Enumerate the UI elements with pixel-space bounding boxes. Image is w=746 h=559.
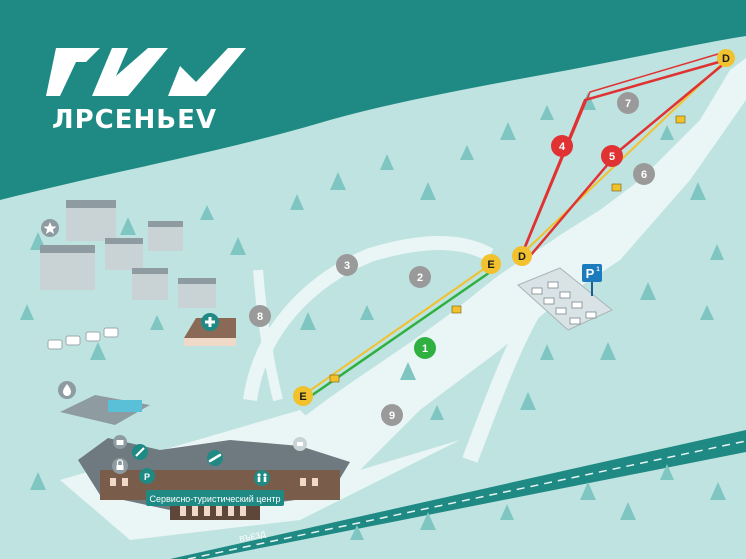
lift-marker-label: D: [518, 251, 526, 263]
star-icon[interactable]: [41, 219, 59, 237]
lift-marker-e-mid[interactable]: E: [481, 254, 501, 274]
parking-icon[interactable]: P: [139, 468, 155, 484]
lift-marker-e-low[interactable]: E: [293, 386, 313, 406]
slope-marker-3[interactable]: 3: [336, 254, 358, 276]
cars: [47, 327, 119, 350]
slope-marker-label: 3: [344, 260, 350, 272]
parking-sign-superscript: 1: [596, 267, 600, 273]
ski-icon[interactable]: [132, 444, 148, 460]
lift-marker-d-mid[interactable]: D: [512, 246, 532, 266]
road: [170, 430, 746, 559]
svg-text:P: P: [144, 472, 150, 482]
slope-marker-label: 4: [559, 141, 566, 153]
service-center-label: Сервисно-туристический центр: [146, 490, 284, 506]
lift-marker-d-top[interactable]: D: [717, 49, 735, 67]
road-center-line: [187, 440, 746, 559]
water-drop-icon[interactable]: [58, 381, 76, 399]
slope-marker-label: 6: [641, 169, 647, 181]
family-icon[interactable]: [254, 470, 270, 486]
slope-marker-5[interactable]: 5: [601, 145, 623, 167]
slope-marker-1[interactable]: 1: [414, 337, 436, 359]
slope-marker-label: 1: [422, 343, 428, 355]
snow-trail-right: [462, 295, 547, 463]
slope-line-red-4: [520, 58, 727, 255]
logo-mark: [46, 48, 246, 96]
slope-marker-2[interactable]: 2: [409, 266, 431, 288]
slope-marker-label: 2: [417, 272, 423, 284]
lift-marker-label: E: [487, 259, 494, 271]
snow-trail-8: [253, 269, 283, 402]
slope-marker-7[interactable]: 7: [617, 92, 639, 114]
lock-icon[interactable]: [112, 458, 128, 474]
lift-chairs: [329, 115, 686, 383]
slope-marker-4[interactable]: 4: [551, 135, 573, 157]
brand-name: ЛРСЕНЬЕV: [52, 105, 217, 135]
slope-line-green: [307, 266, 497, 400]
lift-line-d: [521, 59, 727, 255]
shop-icon[interactable]: [113, 435, 127, 449]
lift-marker-label: D: [722, 53, 730, 65]
mountain-forest: [0, 36, 746, 430]
parking-sign[interactable]: P 1: [582, 264, 602, 296]
medical-cross-icon[interactable]: [201, 313, 219, 331]
slope-marker-9[interactable]: 9: [381, 404, 403, 426]
brand-logo: ЛРСЕНЬЕV: [46, 48, 246, 135]
slope-marker-label: 5: [609, 151, 615, 163]
lift-line-e: [304, 263, 492, 395]
slope-line-red-4b: [525, 53, 719, 247]
lift-icon[interactable]: [293, 437, 307, 451]
service-center-label-text: Сервисно-туристический центр: [150, 494, 281, 504]
slope-marker-label: 9: [389, 410, 395, 422]
slope-marker-label: 8: [257, 311, 263, 323]
lift-lines: [304, 59, 727, 395]
lodging-buildings: [40, 200, 216, 308]
snowboard-icon[interactable]: [207, 450, 223, 466]
lift-marker-label: E: [299, 391, 306, 403]
parking-sign-label: P: [586, 266, 595, 281]
pool-building: [60, 395, 150, 425]
slope-marker-label: 7: [625, 98, 631, 110]
slope-marker-6[interactable]: 6: [633, 163, 655, 185]
parking-lot[interactable]: [517, 267, 613, 331]
slope-marker-8[interactable]: 8: [249, 305, 271, 327]
